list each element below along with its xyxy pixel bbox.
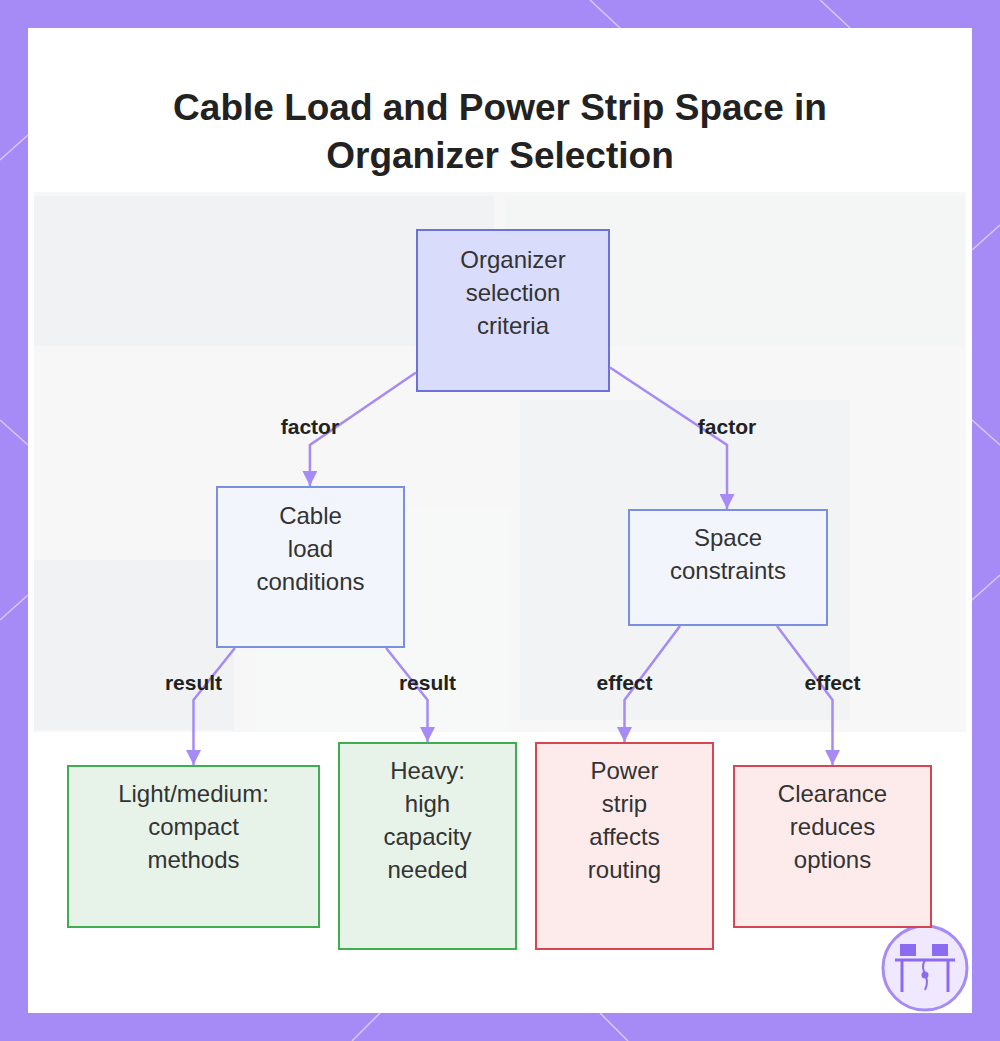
connector-arrow — [610, 368, 727, 509]
blurred-photo — [34, 192, 966, 732]
result-box: Heavy: high capacity needed — [338, 742, 517, 950]
edge-label: result — [399, 671, 456, 695]
white-panel — [28, 28, 972, 1013]
connector-arrow — [625, 626, 681, 742]
node-label: Cable load conditions — [255, 499, 366, 598]
effect-box: Power strip affects routing — [535, 742, 714, 950]
edge-label: effect — [804, 671, 860, 695]
connector-arrow — [777, 626, 833, 765]
factor-box: Space constraints — [628, 509, 828, 626]
edge-label: effect — [596, 671, 652, 695]
node-label: Clearance reduces options — [753, 777, 913, 876]
edge-label: result — [165, 671, 222, 695]
effect-box: Clearance reduces options — [733, 765, 932, 928]
node-label: Organizer selection criteria — [438, 243, 588, 342]
node-label: Space constraints — [648, 521, 808, 587]
node-label: Heavy: high capacity needed — [373, 754, 483, 886]
node-label: Light/medium: compact methods — [108, 777, 280, 876]
factor-box: Cable load conditions — [216, 486, 405, 648]
diagram-title: Cable Load and Power Strip Space in Orga… — [120, 84, 880, 180]
criteria-box: Organizer selection criteria — [416, 229, 610, 392]
edge-label: factor — [281, 415, 339, 439]
connector-arrow — [310, 372, 416, 486]
connector-arrow — [194, 648, 235, 765]
logo-badge — [883, 926, 967, 1010]
connector-arrow — [386, 648, 427, 742]
edge-label: factor — [698, 415, 756, 439]
node-label: Power strip affects routing — [570, 754, 680, 886]
result-box: Light/medium: compact methods — [67, 765, 320, 928]
